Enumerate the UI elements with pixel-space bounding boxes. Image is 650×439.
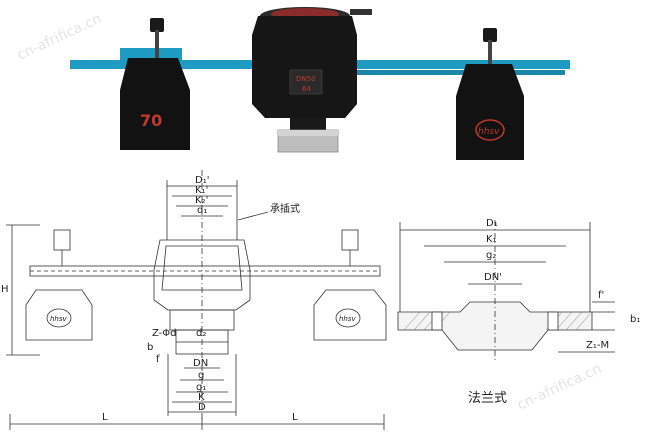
dim-h: H: [1, 284, 9, 295]
dim-d1: d₁: [197, 205, 207, 216]
dim-f: f: [156, 354, 160, 365]
dim-dn: DN: [193, 358, 208, 369]
left-drawing-labels: D₁' K₁' K₂' d₁ 承插式 H Z-Φd d₂ b f DN g g₁…: [1, 175, 357, 423]
dim-d1-flange: D₁: [486, 218, 498, 229]
right-weight-logo: hhsv: [339, 315, 357, 323]
front-elevation-drawing: [6, 170, 387, 430]
right-counterweight: hhsv: [456, 28, 524, 160]
dim-d: D: [198, 402, 206, 413]
dim-z-phi-d: Z-Φd: [152, 328, 177, 339]
dim-g2: g₂: [486, 250, 496, 261]
dim-dn-prime: DN': [484, 272, 502, 283]
dim-k: K: [198, 392, 205, 403]
flange-caption: 法兰式: [468, 391, 507, 406]
dim-b: b: [147, 342, 153, 353]
dim-f-prime: f': [598, 290, 604, 301]
watermark-bottom: cn-afrifica.cn: [515, 361, 604, 414]
left-weight-logo: hhsv: [50, 315, 68, 323]
dim-g: g: [198, 370, 204, 381]
dim-k1-flange: K₁: [486, 234, 497, 245]
dim-d2: d₂: [196, 328, 206, 339]
counterweight-logo: hhsv: [478, 127, 500, 137]
body-plate-bottom: 64: [302, 85, 311, 93]
span-left-l: L: [102, 412, 108, 423]
weight-number: 70: [140, 111, 162, 130]
watermark-top: cn-afrifica.cn: [15, 11, 104, 64]
dim-k1-prime: K₁': [195, 185, 208, 196]
dim-d1-prime: D₁': [195, 175, 209, 186]
left-counterweight: 70: [120, 18, 190, 150]
valve-body: DN50 64: [252, 7, 372, 153]
dim-b1: b₁: [630, 314, 640, 325]
flange-section-drawing: [397, 220, 615, 360]
socket-callout: 承插式: [270, 202, 300, 215]
span-right-l: L: [292, 412, 298, 423]
dim-k2-prime: K₂': [195, 195, 208, 206]
right-drawing-labels: D₁ K₁ g₂ DN' f' b₁ Z₁-M 法兰式: [468, 218, 640, 406]
dim-g1: g₁: [196, 382, 206, 393]
body-plate-top: DN50: [296, 75, 316, 83]
valve-photo: 70 DN50 64 hhsv: [70, 7, 570, 160]
dim-z1-m: Z₁-M: [586, 340, 609, 351]
